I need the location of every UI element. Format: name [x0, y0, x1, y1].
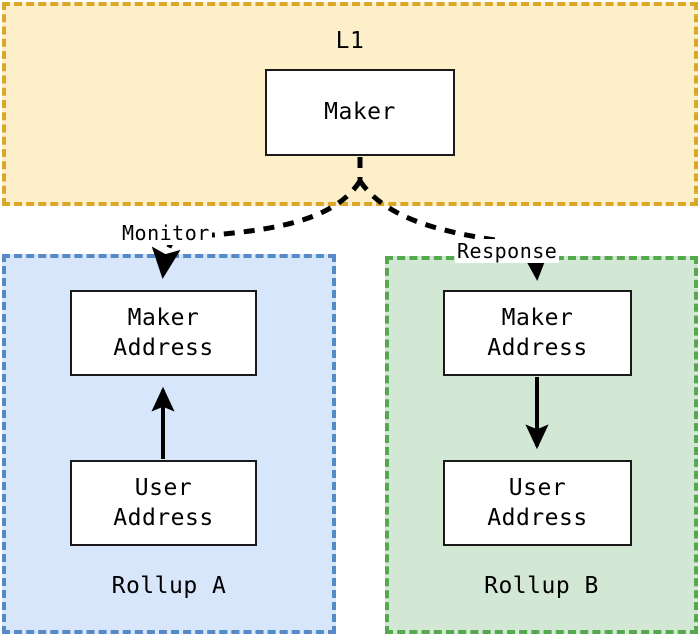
group-rollup-b-label: Rollup B: [484, 573, 599, 599]
node-user-address-rollup-a[interactable]: User Address: [70, 460, 257, 546]
group-rollup-a-label: Rollup A: [111, 573, 227, 599]
edge-label-monitor: Monitor: [120, 221, 212, 245]
group-l1-label: L1: [335, 28, 365, 54]
node-user-address-rollup-b[interactable]: User Address: [443, 460, 632, 546]
node-maker-l1[interactable]: Maker: [265, 69, 455, 156]
node-maker-address-rollup-a[interactable]: Maker Address: [70, 290, 257, 376]
edge-label-response: Response: [455, 239, 560, 263]
node-maker-address-rollup-b[interactable]: Maker Address: [443, 290, 632, 376]
